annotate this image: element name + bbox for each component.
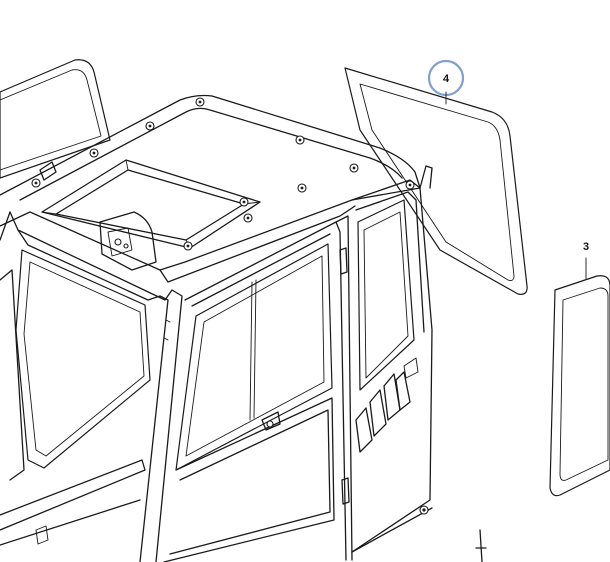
callout-4[interactable]: 4: [427, 59, 465, 105]
left-glass-panel: [0, 59, 111, 179]
glass-part-3: [549, 257, 610, 497]
callout-3[interactable]: 3: [583, 241, 589, 253]
roof-bolts: [31, 97, 415, 251]
glass-part-4: [344, 67, 528, 295]
callout-3-label: 3: [583, 241, 589, 253]
side-vents: [355, 357, 419, 453]
cab-body: [0, 94, 487, 562]
callout-4-label: 4: [443, 73, 450, 85]
